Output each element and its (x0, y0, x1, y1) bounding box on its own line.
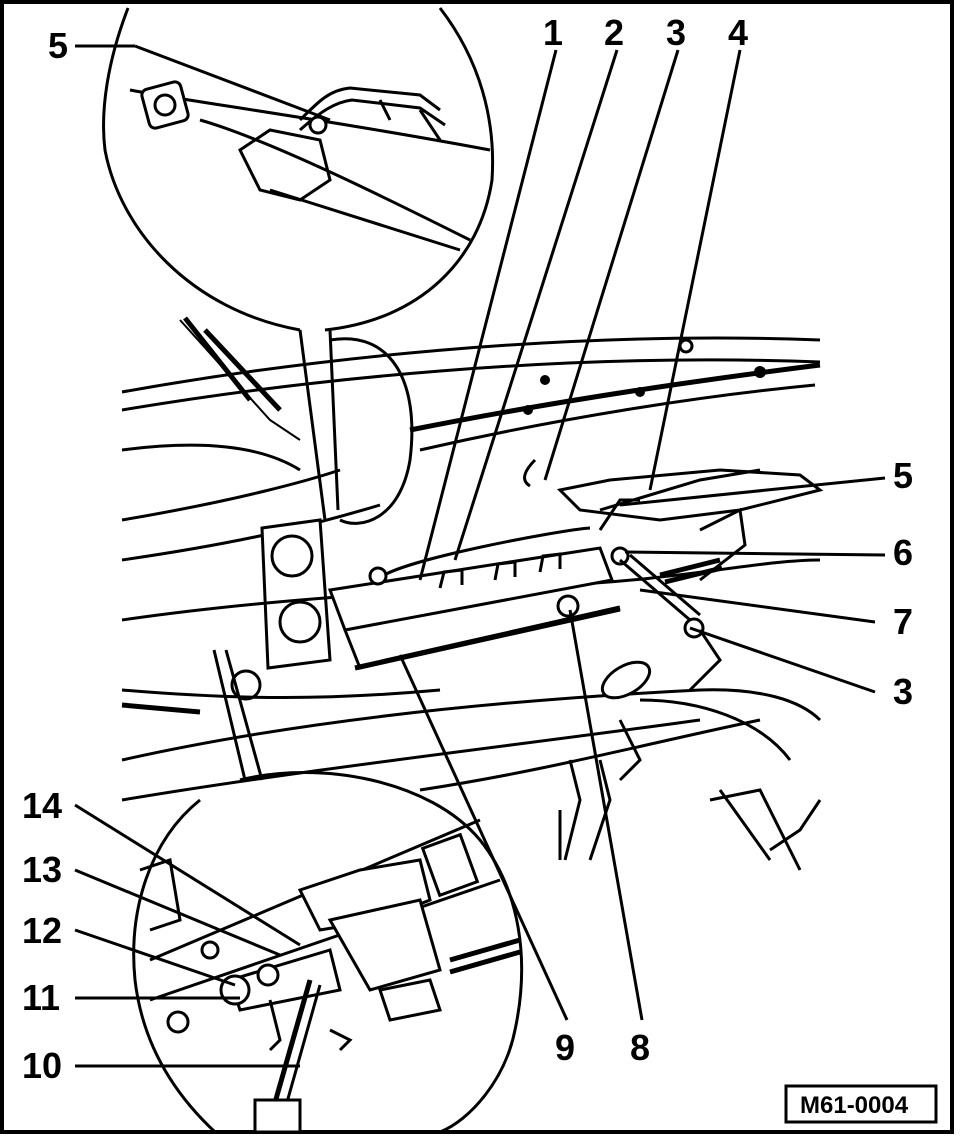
main-assembly (121, 316, 824, 871)
callout-9: 9 (555, 1027, 575, 1068)
leader-lines (74, 44, 886, 1068)
callout-13: 13 (22, 849, 62, 890)
screwdriver-handle (253, 1098, 302, 1134)
rivet (540, 375, 550, 385)
callout-2: 2 (604, 12, 624, 53)
callout-14: 14 (22, 785, 62, 826)
adjuster-housing (327, 898, 442, 992)
detail-circle-top (102, 7, 495, 332)
latch-plate (556, 468, 824, 522)
callout-6: 6 (893, 532, 913, 573)
rivet (635, 387, 645, 397)
bracket-hole (278, 600, 322, 644)
rivet (754, 366, 766, 378)
reference-code-box: M61-0004 (784, 1084, 938, 1124)
callout-1: 1 (543, 12, 563, 53)
callout-11: 11 (22, 977, 60, 1018)
bracket-hole (270, 534, 314, 578)
detail-connector (224, 649, 264, 781)
rivet (523, 405, 533, 415)
callout-5-top: 5 (48, 25, 68, 66)
callout-8: 8 (630, 1027, 650, 1068)
cylinder-housing (238, 128, 332, 202)
callout-labels: 5 1 2 3 4 5 6 7 3 9 8 14 13 12 11 10 (22, 12, 913, 1086)
callout-3-top: 3 (666, 12, 686, 53)
detail-connector (212, 649, 247, 781)
callout-3-right: 3 (893, 671, 913, 712)
center-bolt (556, 594, 580, 618)
pivot-bolt (610, 546, 630, 566)
detail-circle-bottom (132, 771, 524, 1134)
callout-5-right: 5 (893, 455, 913, 496)
reference-code: M61-0004 (800, 1092, 909, 1119)
slot (600, 660, 652, 700)
callout-10: 10 (22, 1045, 62, 1086)
callout-12: 12 (22, 910, 62, 951)
callout-4: 4 (728, 12, 748, 53)
callout-7: 7 (893, 601, 913, 642)
